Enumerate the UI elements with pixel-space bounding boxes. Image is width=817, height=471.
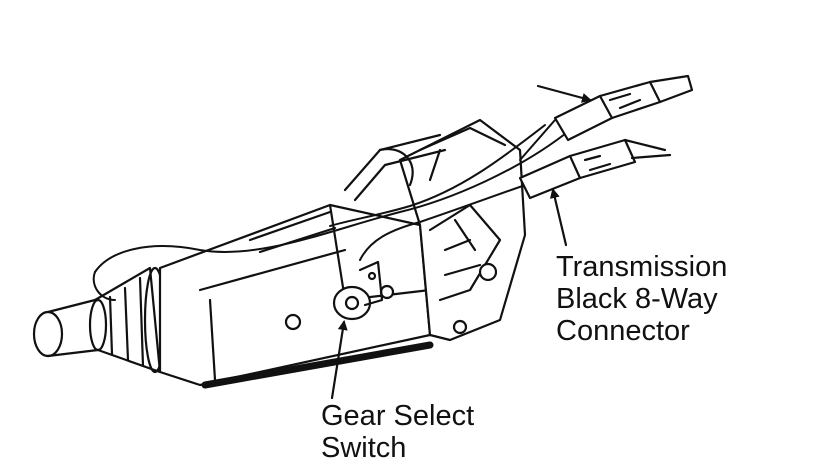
gear-select-switch-label: Gear Select Switch [321,400,474,464]
output-shaft [32,266,167,374]
label-line: Black 8-Way [556,283,718,315]
upper-connector [553,74,694,142]
label-line: Gear Select [321,400,475,432]
label-line: Switch [321,432,407,464]
transmission-case [158,203,434,389]
wiring-harness [92,119,571,301]
gear-switch-arrow [330,320,348,400]
cooler-lines [343,133,447,202]
label-line: Connector [556,315,690,347]
black-8-way-connector [518,138,672,200]
label-line: Transmission [556,251,728,283]
transmission-connector-arrow [549,188,568,247]
bell-housing [398,118,527,342]
gear-select-switch-part [332,260,384,321]
upper-connector-arrow [536,84,592,103]
transmission-connector-label: Transmission Black 8-Way Connector [556,251,727,347]
